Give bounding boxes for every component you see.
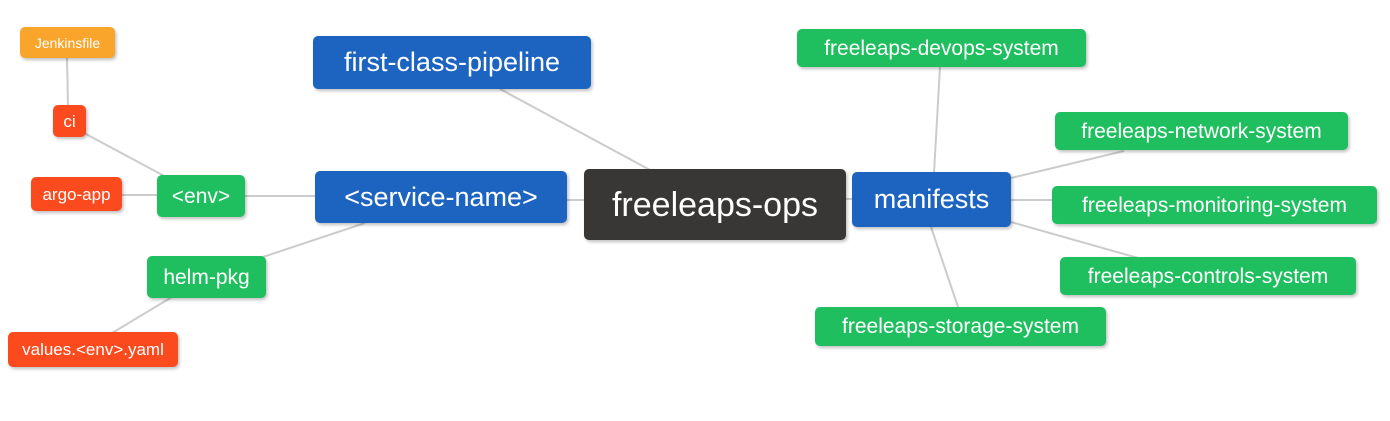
- edge-first-class-pipeline-to-freeleaps-ops: [499, 88, 651, 171]
- node-service-name[interactable]: <service-name>: [315, 171, 567, 223]
- edge-service-name-to-helm-pkg: [262, 222, 366, 258]
- node-network-system[interactable]: freeleaps-network-system: [1055, 112, 1348, 150]
- node-devops-system[interactable]: freeleaps-devops-system: [797, 29, 1086, 67]
- node-jenkinsfile[interactable]: Jenkinsfile: [20, 27, 115, 58]
- node-env[interactable]: <env>: [157, 175, 245, 217]
- node-storage-system[interactable]: freeleaps-storage-system: [815, 307, 1106, 346]
- edge-manifests-to-controls-system: [1010, 221, 1139, 259]
- edge-jenkinsfile-to-ci: [66, 57, 69, 107]
- edge-helm-pkg-to-values-env-yaml: [111, 296, 173, 334]
- node-argo-app[interactable]: argo-app: [31, 177, 122, 211]
- node-freeleaps-ops[interactable]: freeleaps-ops: [584, 169, 846, 240]
- node-helm-pkg[interactable]: helm-pkg: [147, 256, 266, 298]
- node-first-class-pipeline[interactable]: first-class-pipeline: [313, 36, 591, 89]
- edge-ci-to-env: [83, 132, 169, 179]
- edge-manifests-to-network-system: [1010, 150, 1125, 179]
- node-manifests[interactable]: manifests: [852, 172, 1011, 227]
- node-ci[interactable]: ci: [53, 105, 86, 137]
- edge-manifests-to-storage-system: [930, 226, 959, 308]
- edge-manifests-to-devops-system: [933, 66, 941, 174]
- node-controls-system[interactable]: freeleaps-controls-system: [1060, 257, 1356, 295]
- node-monitoring-system[interactable]: freeleaps-monitoring-system: [1052, 186, 1377, 224]
- node-values-env-yaml[interactable]: values.<env>.yaml: [8, 332, 178, 367]
